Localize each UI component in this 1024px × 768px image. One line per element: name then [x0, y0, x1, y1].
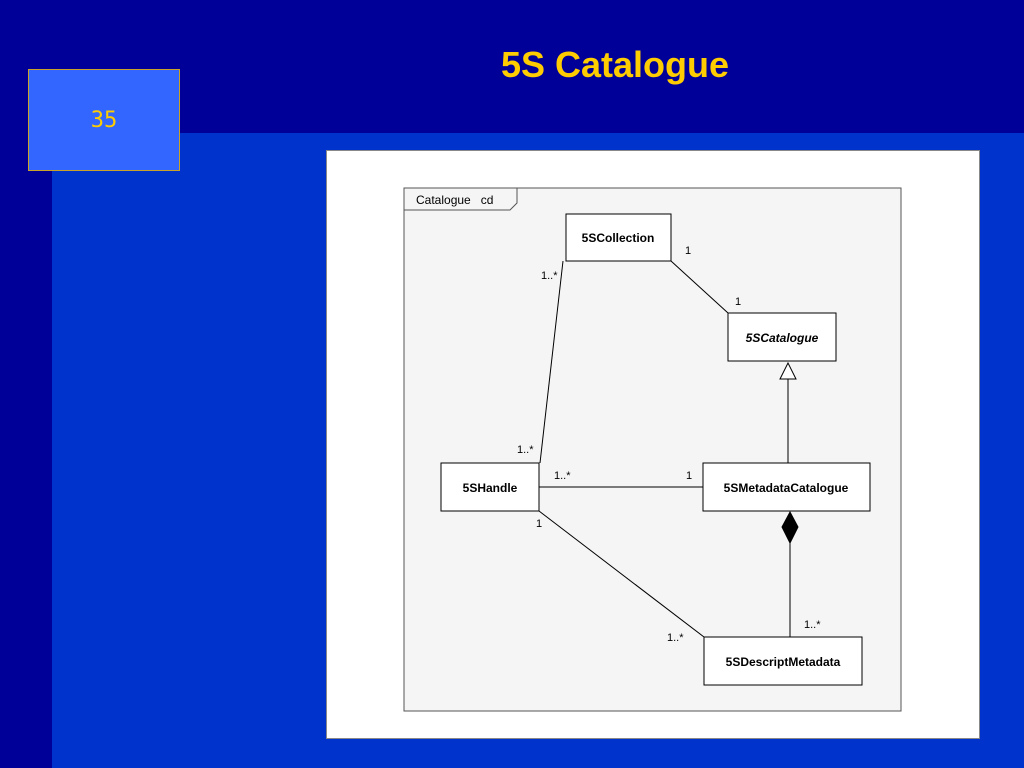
page-number: 35 — [90, 107, 118, 133]
assoc-collection-catalogue — [670, 260, 729, 314]
uml-class-diagram: Catalogue cd 5SCollection 5SCatalogue 5S… — [403, 187, 902, 712]
multiplicity-label: 1 — [735, 296, 741, 308]
slide-title: 5S Catalogue — [500, 44, 730, 85]
multiplicity-label: 1..* — [554, 470, 571, 482]
class-5smetadatacatalogue: 5SMetadataCatalogue — [702, 462, 871, 512]
class-name: 5SHandle — [463, 481, 518, 495]
assoc-handle-descript — [538, 510, 705, 638]
multiplicity-label: 1 — [536, 518, 542, 530]
diagram-figure: Catalogue cd 5SCollection 5SCatalogue 5S… — [326, 150, 980, 739]
class-5scollection: 5SCollection — [565, 213, 672, 262]
multiplicity-label: 1 — [685, 245, 691, 257]
class-name: 5SMetadataCatalogue — [724, 481, 849, 495]
class-name: 5SCatalogue — [746, 331, 819, 345]
assoc-collection-handle — [539, 260, 564, 464]
class-name: 5SDescriptMetadata — [726, 655, 841, 669]
multiplicity-label: 1..* — [804, 619, 821, 631]
frame-tab — [404, 188, 518, 211]
multiplicity-label: 1 — [686, 470, 692, 482]
multiplicity-label: 1..* — [541, 270, 558, 282]
multiplicity-label: 1..* — [517, 444, 534, 456]
class-5sdescriptmetadata: 5SDescriptMetadata — [703, 636, 863, 686]
diagram-frame — [403, 187, 902, 712]
class-name: 5SCollection — [582, 231, 655, 245]
generalization-arrowhead — [779, 361, 797, 380]
frame-label: Catalogue cd — [416, 193, 493, 207]
class-5shandle: 5SHandle — [440, 462, 540, 512]
page-number-box: 35 — [28, 69, 180, 171]
multiplicity-label: 1..* — [667, 632, 684, 644]
composition-diamond — [781, 510, 799, 545]
class-5scatalogue: 5SCatalogue — [727, 312, 837, 362]
